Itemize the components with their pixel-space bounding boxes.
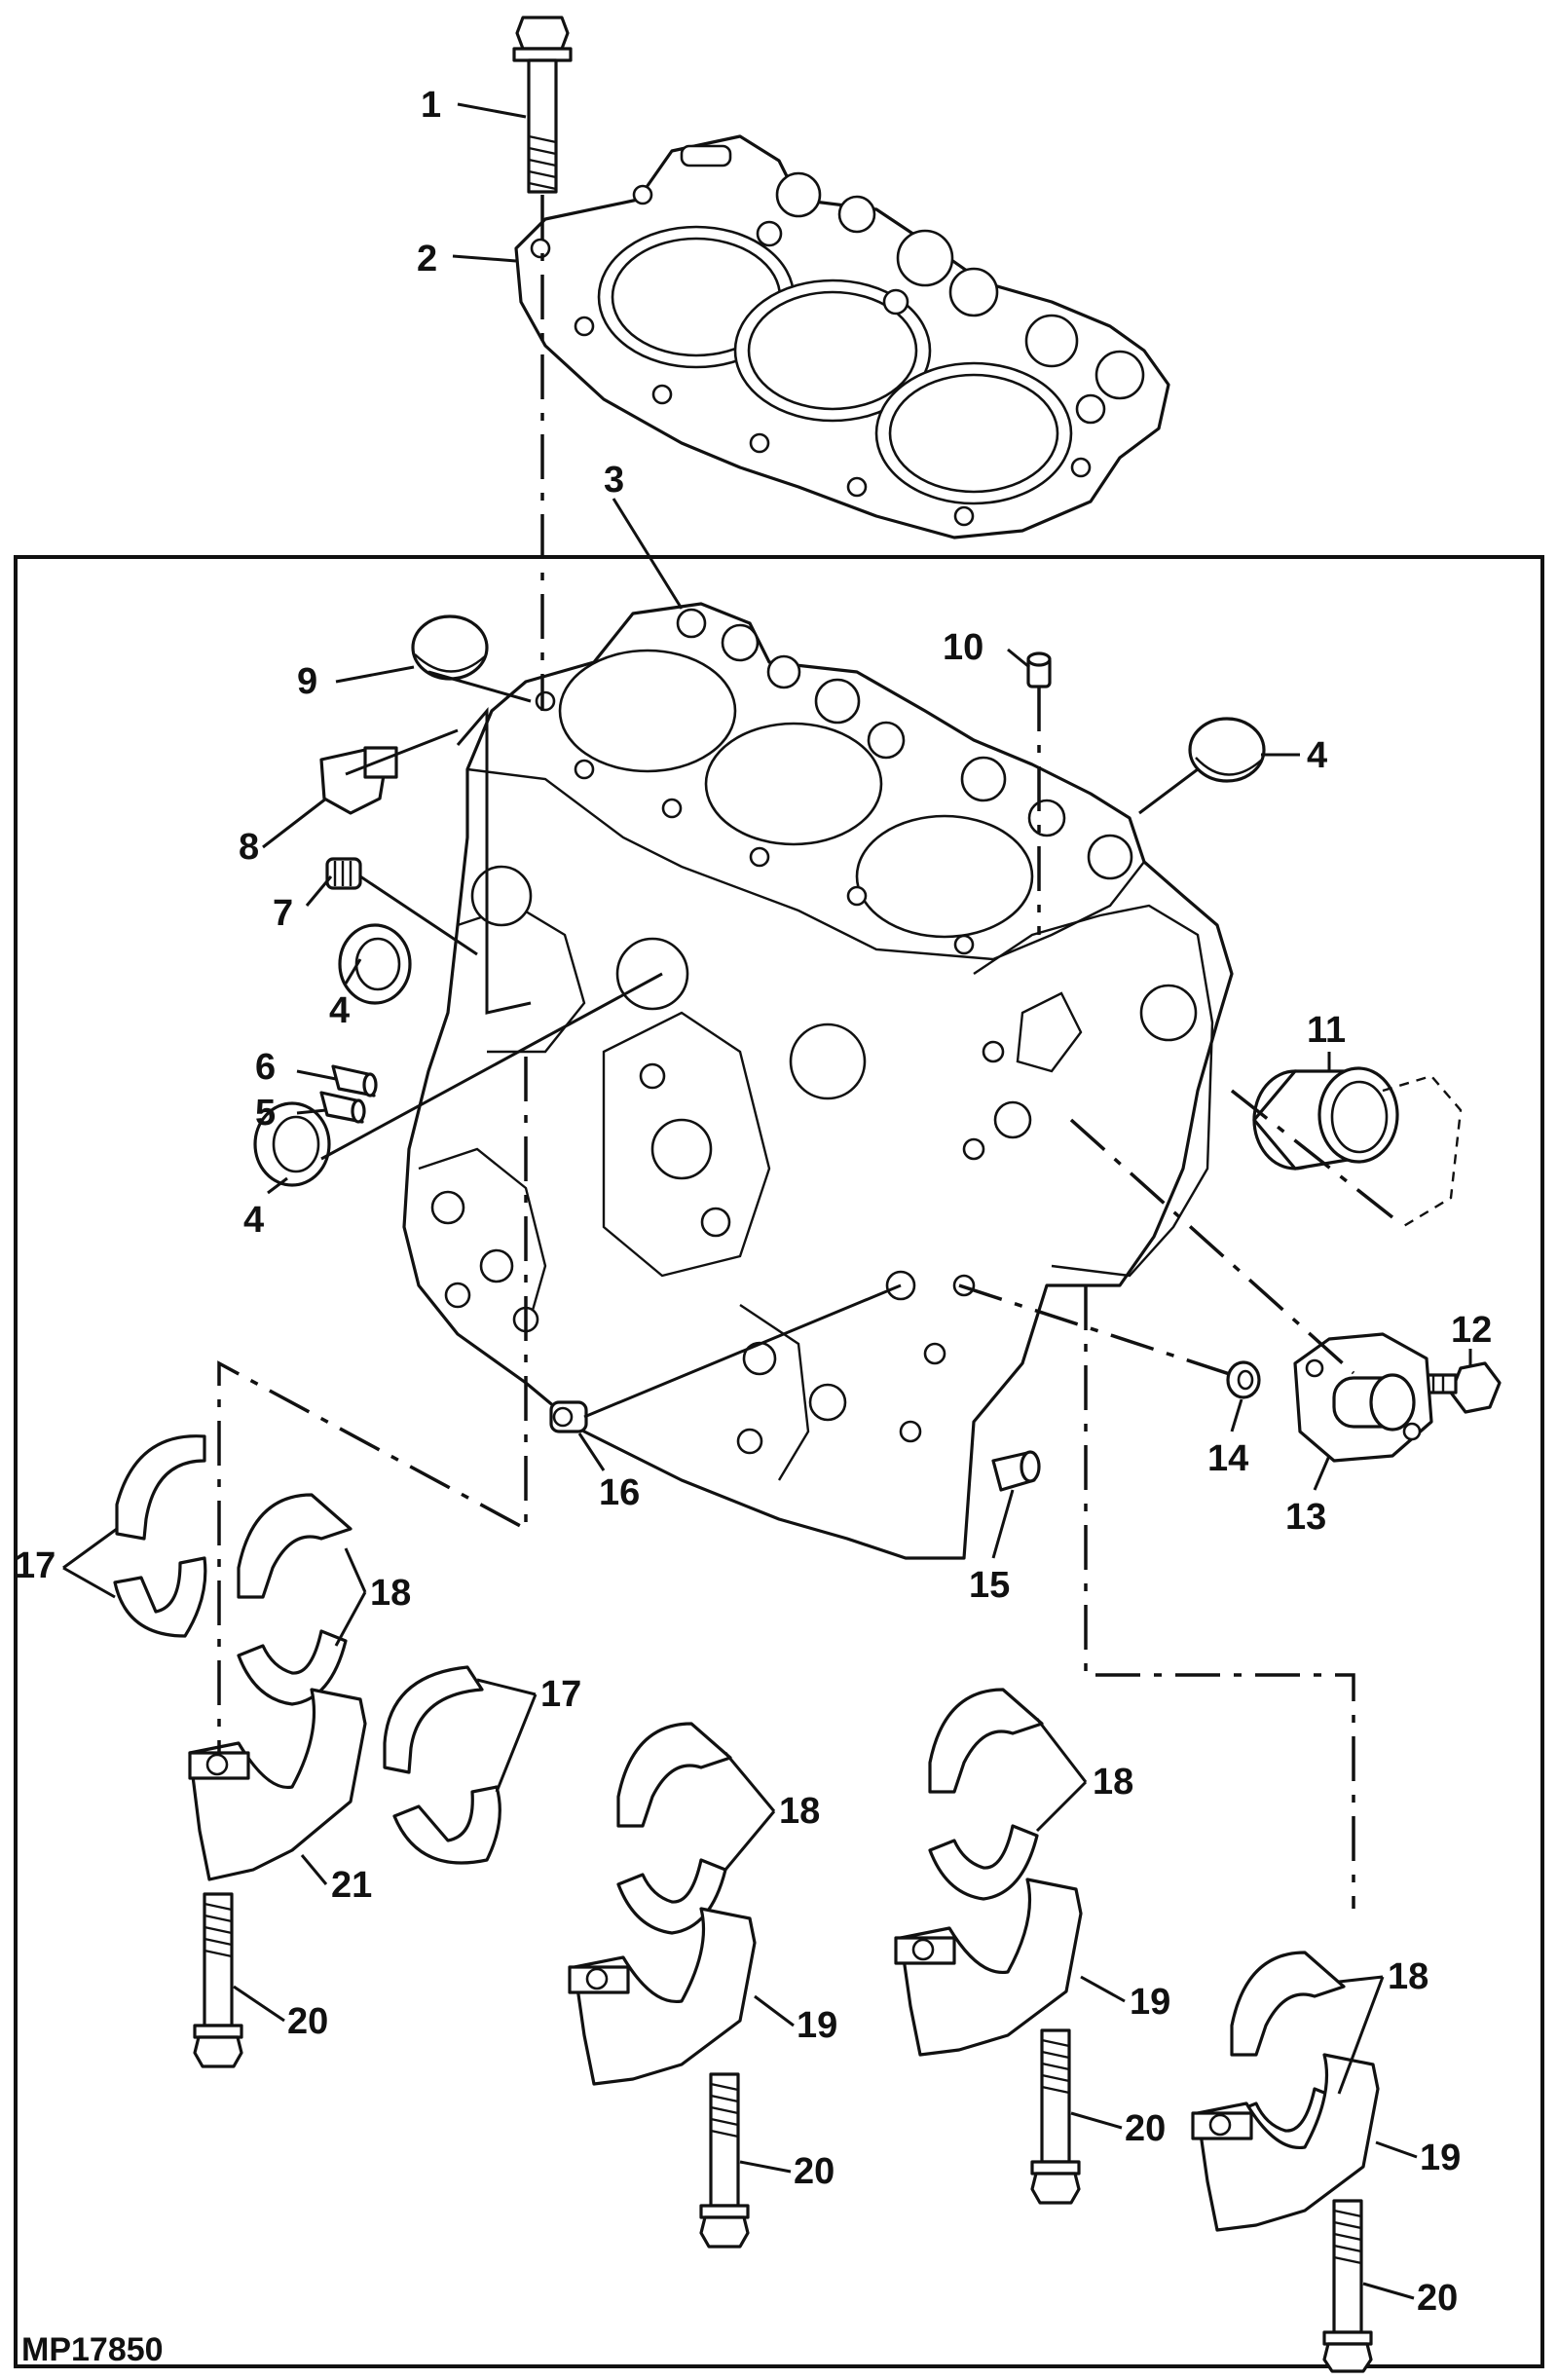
callout-13: 13: [1285, 1497, 1326, 1538]
main-bearing-bolt-4: [1322, 2199, 1373, 2373]
bearing-shells-3: [928, 1688, 1044, 1901]
thrust-washer-right: [383, 1665, 501, 1865]
oil-gallery-fitting: [549, 1400, 588, 1433]
callout-7: 7: [273, 893, 293, 934]
head-bolt: [512, 16, 573, 194]
camshaft-bushing: [1252, 1066, 1463, 1229]
callout-20-b: 20: [794, 2151, 835, 2192]
leader-lines: [62, 102, 1472, 2300]
expansion-plug-right: [1188, 717, 1266, 783]
callout-6: 6: [255, 1047, 276, 1088]
dowel-bushing: [991, 1450, 1041, 1492]
callout-19-b: 19: [1130, 1982, 1170, 2023]
thrust-main-bearing-cap: [188, 1688, 367, 1881]
callout-4-left-upper: 4: [329, 990, 350, 1031]
main-bearing-bolt-3: [1030, 2028, 1081, 2205]
seal-left-lower: [253, 1101, 331, 1187]
callout-18-b: 18: [779, 1791, 820, 1832]
bearing-shells-1: [237, 1493, 352, 1706]
callout-15: 15: [969, 1565, 1010, 1606]
callout-20-c: 20: [1125, 2108, 1166, 2149]
callout-17-left: 17: [15, 1545, 56, 1586]
main-bearing-cap-2: [894, 1878, 1083, 2057]
callout-20-a: 20: [287, 2001, 328, 2042]
dowel-pin-6: [331, 1064, 378, 1097]
callout-2: 2: [417, 239, 437, 279]
main-bearing-bolt-1: [193, 1892, 243, 2068]
callout-14: 14: [1207, 1438, 1248, 1479]
callout-19-c: 19: [1420, 2138, 1461, 2178]
callout-4-right: 4: [1307, 735, 1327, 776]
callout-19-a: 19: [797, 2005, 837, 2046]
callout-3: 3: [604, 460, 624, 501]
thrust-washer-left: [113, 1434, 207, 1638]
pipe-plug: [325, 857, 362, 890]
callout-18-a: 18: [370, 1573, 411, 1614]
callout-1: 1: [421, 85, 441, 126]
main-bearing-cap-3: [1191, 2053, 1380, 2232]
figure-id: MP17850: [21, 2331, 164, 2368]
callout-labels: 1 2 3 4 4 4 5 6 7 8 9 10 11 12 13 14 15 …: [15, 85, 1492, 2319]
main-bearing-bolt-2: [699, 2072, 750, 2249]
cylinder-head-gasket: [514, 134, 1170, 539]
head-dowel: [1026, 651, 1052, 688]
callout-20-d: 20: [1417, 2278, 1458, 2319]
callout-5: 5: [255, 1093, 276, 1134]
callout-21: 21: [331, 1865, 372, 1906]
callout-17-right: 17: [540, 1674, 581, 1715]
callout-9: 9: [297, 661, 317, 702]
dowel-pin-5: [319, 1091, 366, 1124]
block-group-frame: [14, 555, 1544, 2368]
sealing-washer: [1226, 1360, 1261, 1399]
speed-sensor: [1293, 1332, 1433, 1463]
core-plug: [411, 614, 489, 681]
callout-11: 11: [1307, 1010, 1346, 1051]
callout-8: 8: [239, 827, 259, 868]
cylinder-block: [402, 602, 1234, 1560]
assembly-centerlines: [217, 195, 1394, 1909]
callout-12: 12: [1451, 1310, 1492, 1351]
main-bearing-cap-1: [568, 1907, 757, 2086]
bearing-shells-2: [616, 1722, 732, 1935]
callout-4-left-lower: 4: [243, 1200, 264, 1241]
callout-18-c: 18: [1093, 1762, 1133, 1803]
callout-10: 10: [943, 627, 983, 668]
callout-18-d: 18: [1388, 1956, 1428, 1997]
seal-left-upper: [338, 923, 412, 1005]
callout-16: 16: [599, 1472, 640, 1513]
